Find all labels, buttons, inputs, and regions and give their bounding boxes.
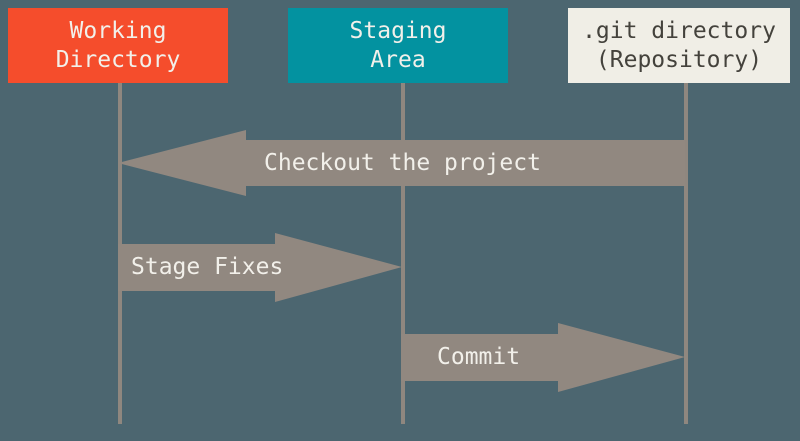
arrow-label-checkout: Checkout the project — [264, 150, 541, 176]
arrow-label-stage-fixes: Stage Fixes — [131, 254, 284, 280]
arrow-checkout-the-project — [118, 129, 685, 197]
arrow-commit-shape — [401, 323, 685, 392]
arrow-stage-fixes — [118, 232, 402, 303]
node-working-directory: Working Directory — [8, 8, 228, 83]
arrow-checkout-shape — [118, 130, 685, 196]
node-git-directory: .git directory (Repository) — [568, 8, 790, 83]
node-git-directory-line2: (Repository) — [595, 46, 763, 73]
lifeline-staging-area — [401, 83, 405, 424]
lifeline-git-directory — [684, 83, 688, 424]
node-working-directory-line2: Directory — [55, 46, 181, 73]
node-staging-area-line2: Area — [370, 46, 426, 73]
arrow-commit — [401, 322, 685, 393]
node-git-directory-line1: .git directory — [582, 17, 776, 44]
node-staging-area: Staging Area — [288, 8, 508, 83]
arrow-stage-fixes-shape — [118, 233, 402, 302]
arrow-label-commit: Commit — [437, 344, 521, 370]
node-staging-area-line1: Staging — [349, 17, 447, 44]
node-working-directory-line1: Working — [69, 17, 167, 44]
